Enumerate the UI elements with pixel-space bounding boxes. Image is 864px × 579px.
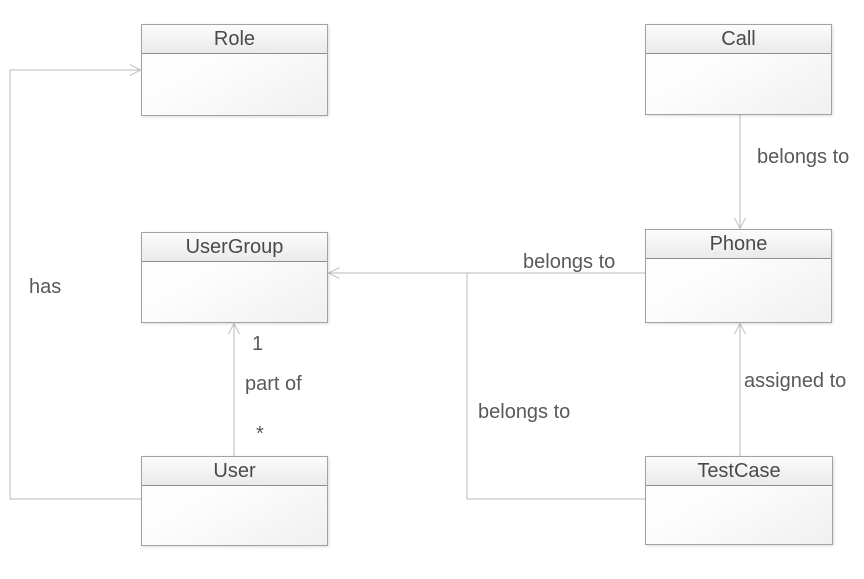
class-title-testcase: TestCase xyxy=(697,459,781,482)
arrowhead-call-phone xyxy=(734,217,746,230)
relation-label-user-usergroup: part of xyxy=(245,373,302,395)
class-body xyxy=(646,486,832,544)
class-body xyxy=(142,54,327,115)
class-header: Call xyxy=(646,25,831,54)
arrowhead-phone-usergroup xyxy=(327,267,340,279)
class-box-role[interactable]: Role xyxy=(141,24,328,116)
class-body xyxy=(142,486,327,545)
class-header: User xyxy=(142,457,327,486)
class-box-user[interactable]: User xyxy=(141,456,328,546)
relation-label-testcase-usergroup: belongs to xyxy=(478,401,571,423)
class-header: UserGroup xyxy=(142,233,327,262)
class-title-usergroup: UserGroup xyxy=(185,235,284,258)
arrowhead-user-usergroup xyxy=(228,322,240,335)
class-title-user: User xyxy=(213,459,256,482)
class-body xyxy=(646,54,831,114)
class-header: Role xyxy=(142,25,327,54)
relation-label-user-role: has xyxy=(29,276,62,298)
class-header: TestCase xyxy=(646,457,832,486)
relation-label-testcase-phone: assigned to xyxy=(744,370,847,392)
class-title-call: Call xyxy=(721,27,756,50)
class-title-phone: Phone xyxy=(709,232,768,255)
class-box-phone[interactable]: Phone xyxy=(645,229,832,323)
arrowhead-testcase-phone xyxy=(734,322,746,335)
connector-testcase-usergroup xyxy=(466,273,645,500)
arrowhead-user-role xyxy=(129,64,142,76)
class-box-testcase[interactable]: TestCase xyxy=(645,456,833,545)
class-body xyxy=(142,262,327,322)
relation-label-call-phone: belongs to xyxy=(757,146,850,168)
class-box-usergroup[interactable]: UserGroup xyxy=(141,232,328,323)
class-box-call[interactable]: Call xyxy=(645,24,832,115)
multiplicity-one: 1 xyxy=(252,333,264,355)
class-title-role: Role xyxy=(213,27,256,50)
class-header: Phone xyxy=(646,230,831,259)
class-body xyxy=(646,259,831,322)
relation-label-phone-usergroup: belongs to xyxy=(523,251,616,273)
multiplicity-many: * xyxy=(256,423,264,445)
